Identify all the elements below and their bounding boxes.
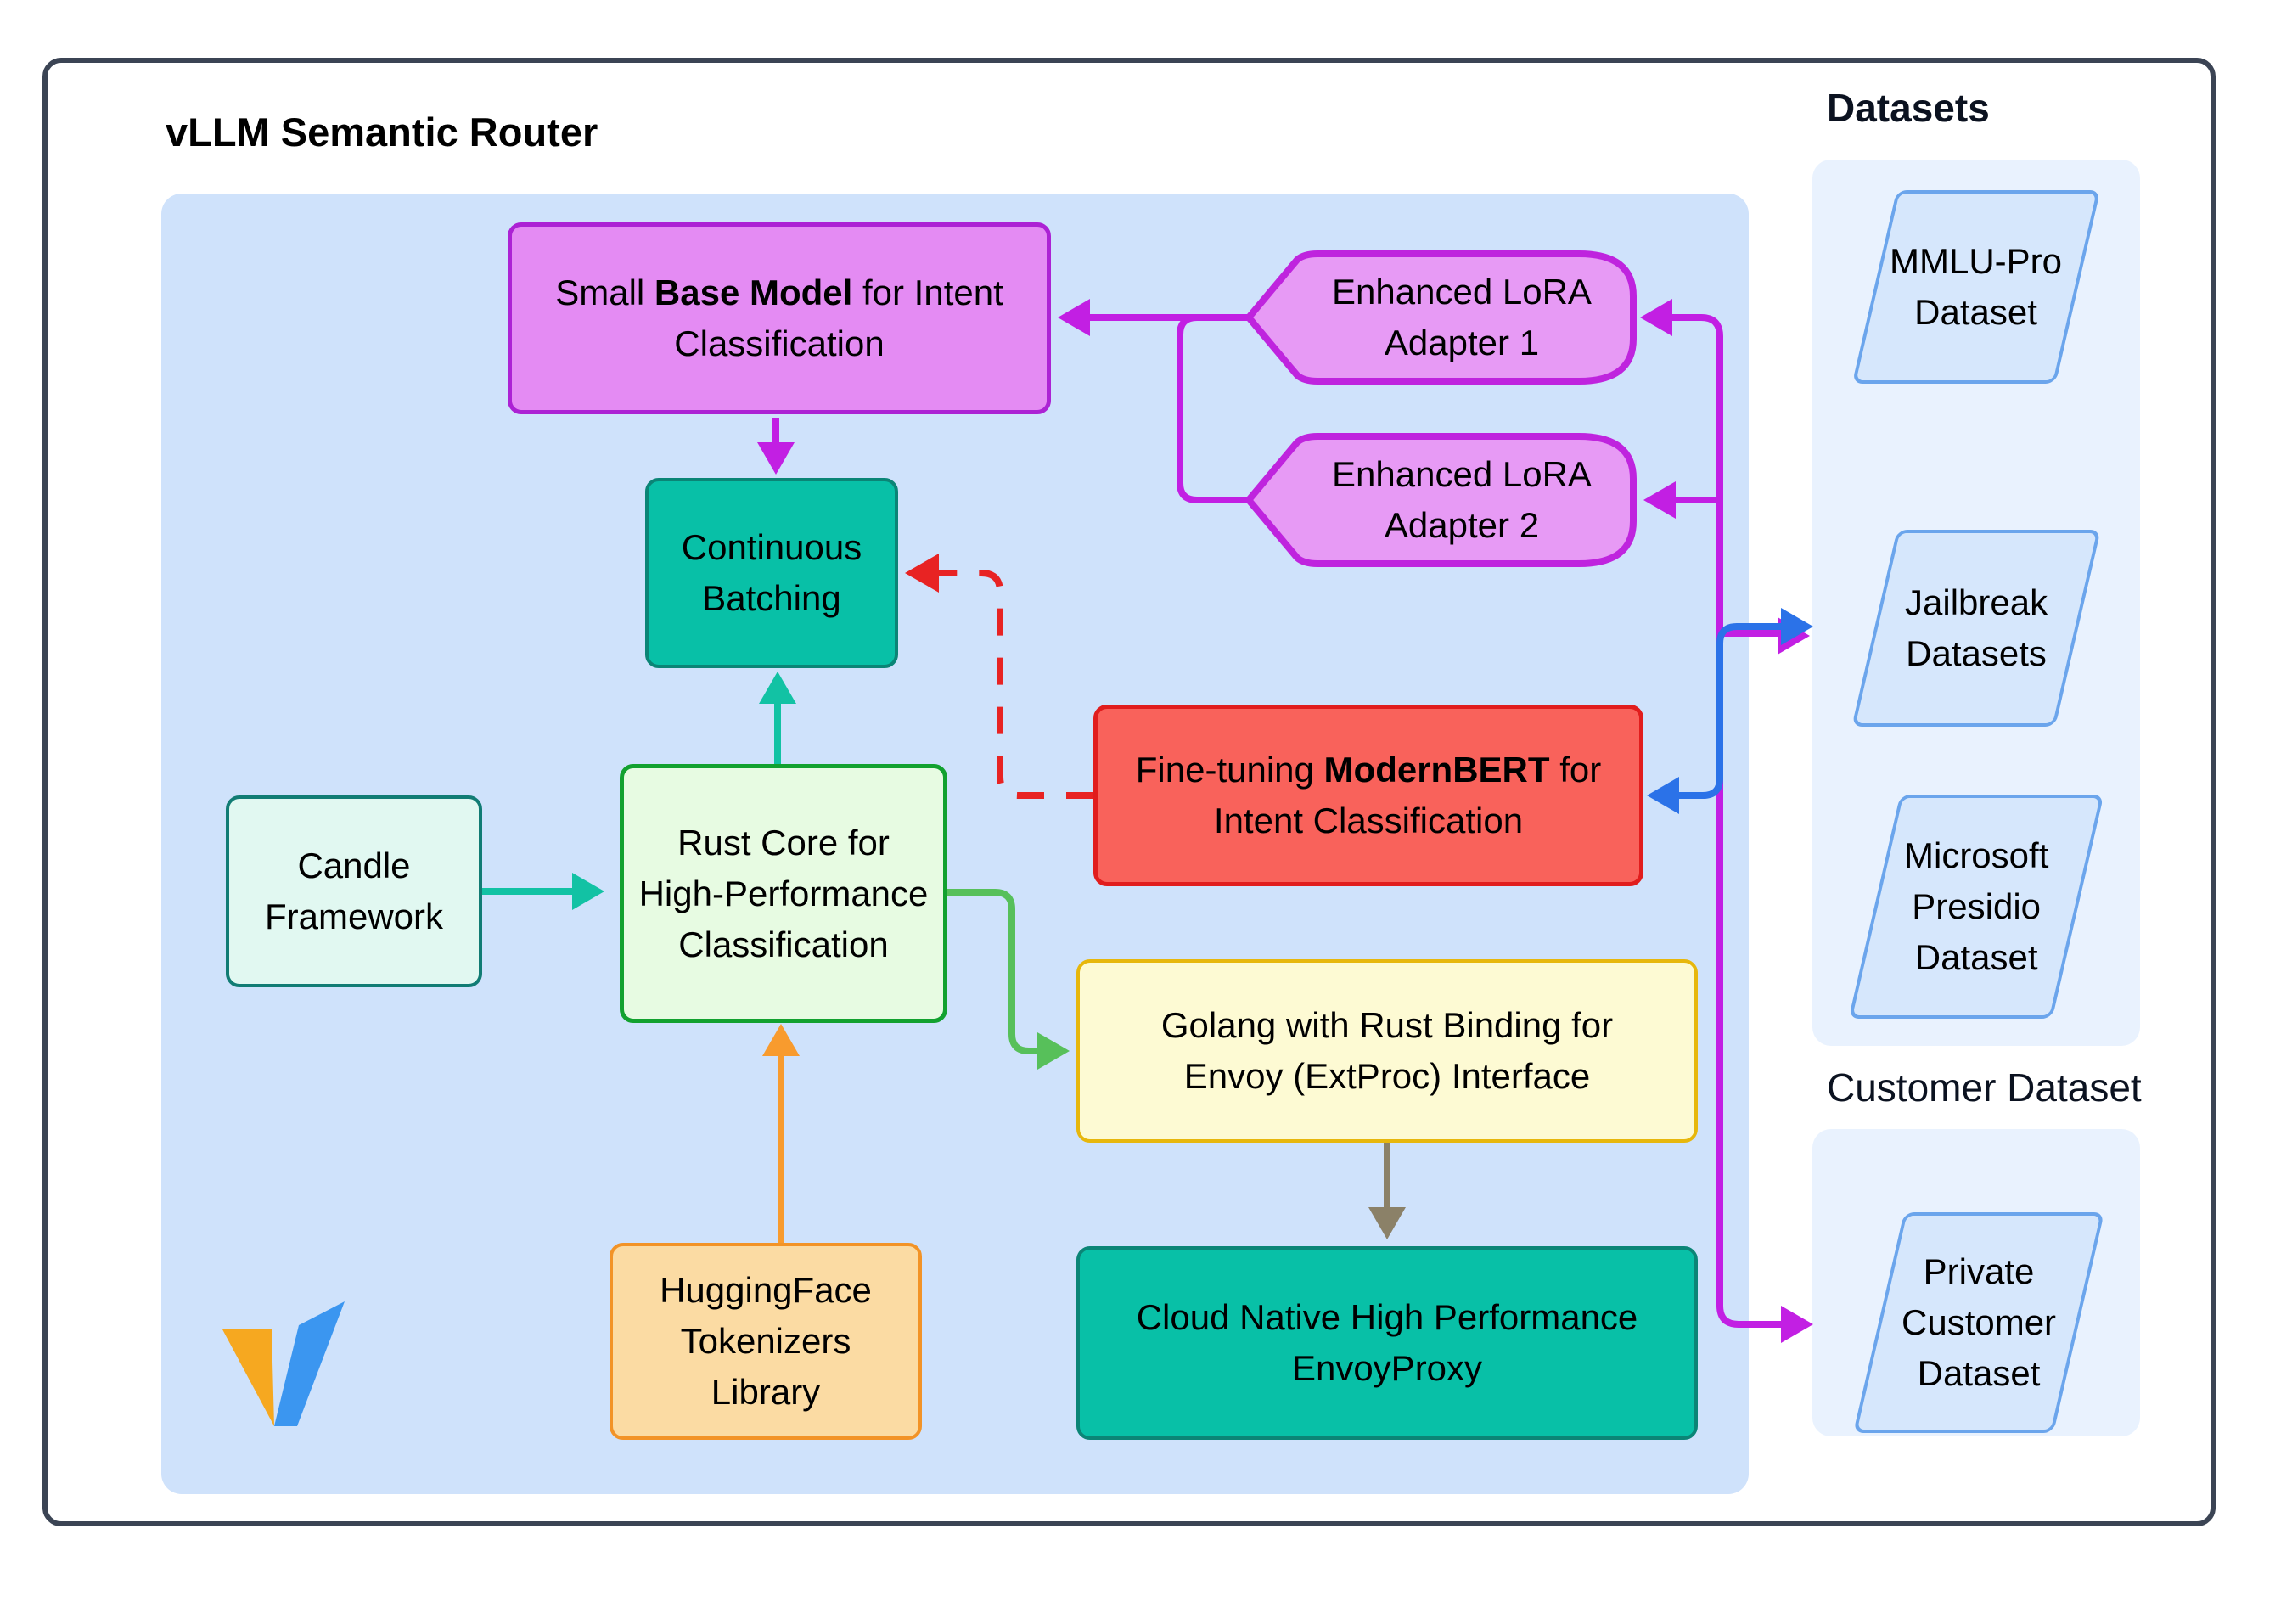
node-label: Customer <box>1901 1302 2057 1342</box>
node-label: Cloud Native High Performance <box>1136 1297 1638 1337</box>
node-label: Rust Core for <box>677 822 890 863</box>
node-label: Private <box>1923 1251 2035 1291</box>
node-label: MMLU-Pro <box>1890 241 2063 281</box>
node-label: Batching <box>702 578 841 618</box>
node-label: Fine-tuning ModernBERT for <box>1135 750 1602 790</box>
node-label: High-Performance <box>638 873 929 913</box>
node-rust-core: Rust Core for High-Performance Classific… <box>620 764 947 1023</box>
page-title: vLLM Semantic Router <box>166 110 598 155</box>
node-continuous-batching: Continuous Batching <box>645 478 898 668</box>
node-label: Microsoft <box>1903 835 2049 875</box>
node-label: Enhanced LoRA <box>1332 454 1592 494</box>
node-label: Datasets <box>1906 633 2047 673</box>
node-label: Small Base Model for Intent <box>555 273 1003 312</box>
node-finetuning-modernbert: Fine-tuning ModernBERT for Intent Classi… <box>1093 705 1643 886</box>
node-label: Classification <box>674 323 885 363</box>
node-label: Adapter 1 <box>1384 323 1540 362</box>
node-label: Dataset <box>1914 292 2038 332</box>
vllm-logo-icon <box>222 1301 345 1426</box>
node-label: Classification <box>678 924 889 964</box>
node-golang-extproc: Golang with Rust Binding for Envoy (ExtP… <box>1076 959 1698 1143</box>
node-label: Continuous <box>681 527 862 567</box>
node-label: Jailbreak <box>1904 582 2048 622</box>
datasets-section-label: Datasets <box>1827 86 1990 130</box>
node-label: EnvoyProxy <box>1291 1348 1483 1388</box>
node-enhanced-lora-adapter-2: Enhanced LoRA Adapter 2 <box>1244 433 1637 567</box>
node-label: Envoy (ExtProc) Interface <box>1183 1056 1591 1096</box>
node-label: Framework <box>264 896 444 936</box>
adapter-shape <box>1244 433 1637 567</box>
node-enhanced-lora-adapter-1: Enhanced LoRA Adapter 1 <box>1244 250 1637 385</box>
node-label: Presidio <box>1912 886 2041 926</box>
node-label: Candle <box>297 846 411 885</box>
node-huggingface-tokenizers: HuggingFace Tokenizers Library <box>610 1243 922 1440</box>
node-small-base-model: Small Base Model for Intent Classificati… <box>508 222 1051 414</box>
node-label: Dataset <box>1914 937 2038 977</box>
node-envoyproxy: Cloud Native High Performance EnvoyProxy <box>1076 1246 1698 1440</box>
adapter-shape <box>1244 250 1637 385</box>
node-label: Enhanced LoRA <box>1332 272 1592 312</box>
node-label: Adapter 2 <box>1384 505 1540 545</box>
customer-section-label: Customer Dataset <box>1827 1065 2142 1110</box>
node-label: Intent Classification <box>1213 801 1524 840</box>
node-label: Tokenizers <box>680 1321 851 1361</box>
node-label: Library <box>711 1372 821 1412</box>
node-label: Dataset <box>1917 1353 2041 1393</box>
node-label: HuggingFace <box>660 1270 872 1310</box>
node-candle-framework: Candle Framework <box>226 795 482 987</box>
node-label: Golang with Rust Binding for <box>1160 1005 1614 1045</box>
